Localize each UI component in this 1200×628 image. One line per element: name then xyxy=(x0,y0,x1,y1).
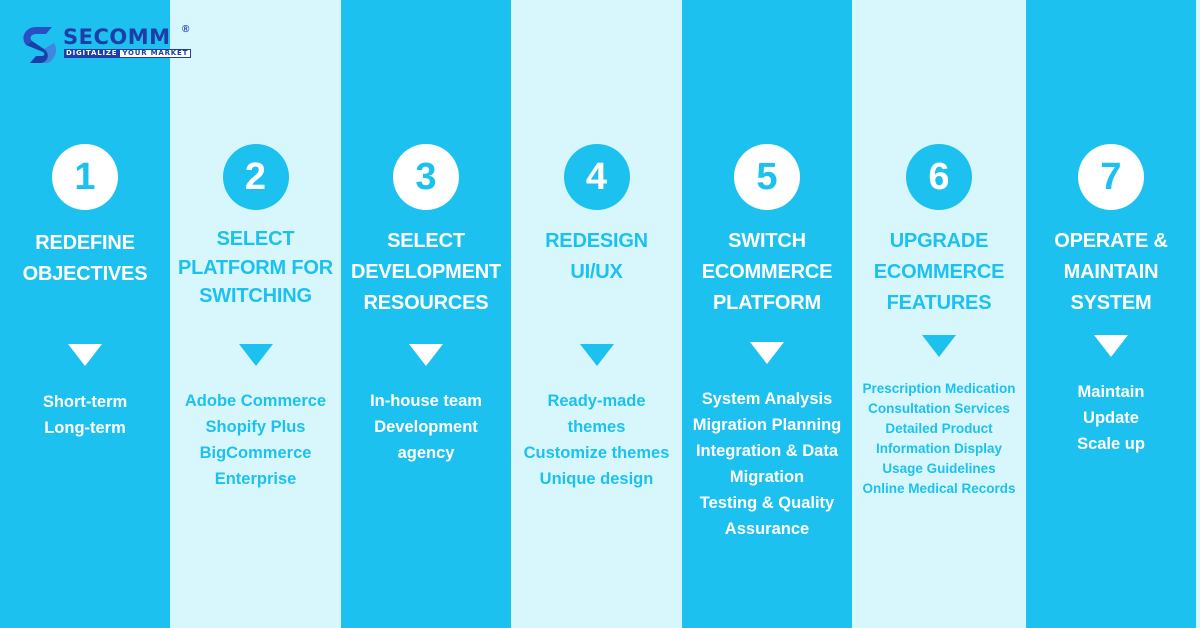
tagline-part-2: YOUR MARKET xyxy=(119,49,192,58)
step-heading: SELECT DEVELOPMENT RESOURCES xyxy=(350,230,502,314)
list-item: Migration xyxy=(729,468,805,486)
step-items: System Analysis Migration Planning Integ… xyxy=(682,386,852,542)
down-arrow-icon xyxy=(409,344,443,366)
step-column-5: 5 SWITCH ECOMMERCE PLATFORM System Analy… xyxy=(682,0,852,628)
step-number-badge: 6 xyxy=(906,144,972,210)
list-item: In-house team xyxy=(370,392,482,410)
step-items: In-house team Development agency xyxy=(341,388,511,466)
list-item: Detailed Product xyxy=(885,421,993,436)
brand-tagline: DIGITALIZE YOUR MARKET xyxy=(64,49,192,58)
tagline-part-1: DIGITALIZE xyxy=(64,49,120,58)
registered-mark: ® xyxy=(182,24,190,35)
step-heading: SELECT PLATFORM FOR SWITCHING xyxy=(178,228,333,307)
secomm-logo: SECOMM ® DIGITALIZE YOUR MARKET xyxy=(22,25,194,65)
list-item: Development xyxy=(374,418,478,436)
list-item: Short-term xyxy=(42,393,128,411)
list-item: Usage Guidelines xyxy=(882,461,996,476)
step-items: Ready-made themes Customize themes Uniqu… xyxy=(511,388,682,492)
list-item: Information Display xyxy=(875,441,1002,456)
step-items: Maintain Update Scale up xyxy=(1026,379,1196,457)
step-column-6: 6 UPGRADE ECOMMERCE FEATURES Prescriptio… xyxy=(852,0,1026,628)
step-heading: UPGRADE ECOMMERCE FEATURES xyxy=(873,230,1005,314)
list-item: Migration Planning xyxy=(692,416,842,434)
secomm-s-logo-icon xyxy=(23,27,56,63)
list-item: agency xyxy=(397,444,455,462)
step-number-badge: 7 xyxy=(1078,144,1144,210)
down-arrow-icon xyxy=(922,335,956,357)
step-column-7: 7 OPERATE & MAINTAIN SYSTEM Maintain Upd… xyxy=(1026,0,1196,628)
list-item: Consultation Services xyxy=(868,401,1010,416)
list-item: Testing & Quality xyxy=(699,494,835,512)
down-arrow-icon xyxy=(238,344,273,366)
step-number-badge: 5 xyxy=(734,144,800,210)
down-arrow-icon xyxy=(1094,335,1128,357)
list-item: Unique design xyxy=(539,470,654,488)
step-column-4: 4 REDESIGN UI/UX Ready-made themes Custo… xyxy=(511,0,682,628)
list-item: Integration & Data xyxy=(695,442,839,460)
down-arrow-icon xyxy=(750,342,784,364)
step-items: Prescription Medication Consultation Ser… xyxy=(852,379,1026,499)
step-column-2: 2 SELECT PLATFORM FOR SWITCHING Adobe Co… xyxy=(170,0,341,628)
step-number-badge: 1 xyxy=(52,144,118,210)
step-items: Short-term Long-term xyxy=(0,389,170,441)
brand-name: SECOMM xyxy=(63,25,171,49)
step-number-badge: 3 xyxy=(393,144,459,210)
step-number-badge: 2 xyxy=(222,144,289,210)
list-item: Scale up xyxy=(1077,435,1145,453)
step-heading: SWITCH ECOMMERCE PLATFORM xyxy=(701,230,833,314)
list-item: Maintain xyxy=(1077,383,1145,401)
list-item: Long-term xyxy=(44,419,126,437)
list-item: themes xyxy=(567,418,626,436)
list-item: Shopify Plus xyxy=(205,418,306,436)
list-item: Adobe Commerce xyxy=(184,392,327,410)
step-column-1: 1 REDEFINE OBJECTIVES Short-term Long-te… xyxy=(0,0,170,628)
list-item: System Analysis xyxy=(701,390,833,408)
list-item: Ready-made xyxy=(547,392,646,410)
list-item: Customize themes xyxy=(523,444,670,462)
step-number-badge: 4 xyxy=(563,144,630,210)
step-column-3: 3 SELECT DEVELOPMENT RESOURCES In-house … xyxy=(341,0,511,628)
step-heading: REDESIGN UI/UX xyxy=(545,230,648,283)
list-item: Prescription Medication xyxy=(862,381,1016,396)
list-item: Enterprise xyxy=(214,470,297,488)
step-items: Adobe Commerce Shopify Plus BigCommerce … xyxy=(170,388,341,492)
down-arrow-icon xyxy=(68,344,102,366)
step-heading: REDEFINE OBJECTIVES xyxy=(22,232,148,285)
list-item: BigCommerce xyxy=(199,444,312,462)
list-item: Assurance xyxy=(724,520,810,538)
down-arrow-icon xyxy=(579,344,614,366)
list-item: Online Medical Records xyxy=(862,481,1016,496)
list-item: Update xyxy=(1083,409,1139,427)
step-heading: OPERATE & MAINTAIN SYSTEM xyxy=(1054,230,1168,314)
